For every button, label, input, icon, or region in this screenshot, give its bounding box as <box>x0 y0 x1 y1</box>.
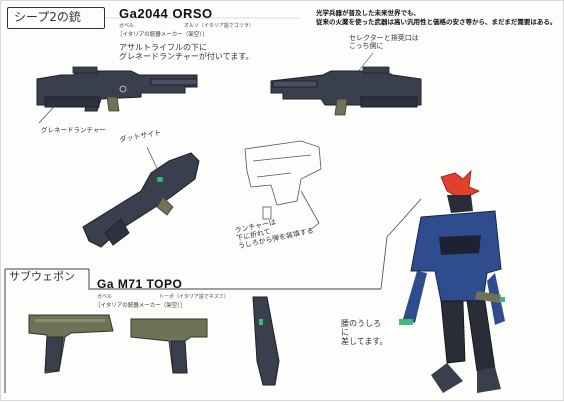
main-weapon-maker: ［イタリアの銃器メーカー（架空）］ <box>117 32 208 38</box>
note-holster: 腰のうしろ に 差してます。 <box>341 319 388 347</box>
note-selector: セレクターと排莢口は こっち側に <box>349 34 419 51</box>
description-line-1: 光学兵器が普及した未来世界でも、 <box>316 9 420 17</box>
label-grenade-launcher: グレネードランチャー <box>41 126 106 134</box>
sub-weapon-model: Ga M71 TOPO <box>97 277 183 291</box>
sub-weapon-ruby-right: トーポ（イタリア語でネズミ） <box>159 294 229 300</box>
main-weapon-ruby-right: オルソ（イタリア語でゴリラ） <box>184 23 254 29</box>
sub-weapon-maker: ［イタリアの銃器メーカー（架空）］ <box>95 303 186 309</box>
main-weapon-ruby-left: ガベル <box>119 23 135 29</box>
sub-weapon-ruby-left: ガベル <box>97 294 113 300</box>
sub-weapon-section-title: サブウェポン <box>9 270 75 283</box>
description-line-2: 従来の火薬を使った武器は高い汎用性と価格の安さ等から、まだまだ需要はある。 <box>316 18 557 26</box>
sheet-title: シープ2の銃 <box>7 7 105 29</box>
main-weapon-model: Ga2044 ORSO <box>119 6 213 21</box>
note-launcher: アサルトライフルの下に グレネードランチャーが付いてます。 <box>119 43 254 62</box>
